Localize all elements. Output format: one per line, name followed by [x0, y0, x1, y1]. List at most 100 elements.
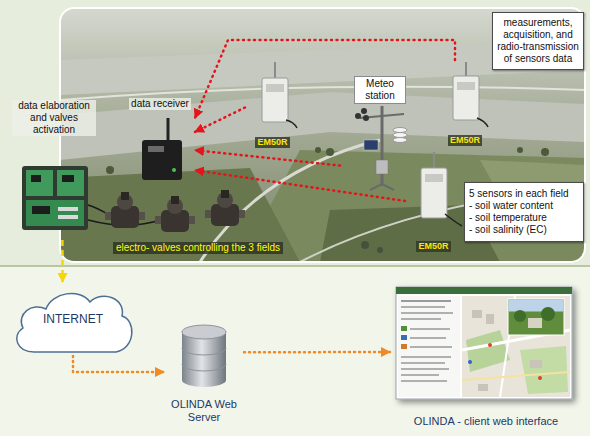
callout-box: measurements, acquisition, and radio-tra… [492, 12, 584, 70]
meteo-station [382, 184, 394, 190]
node-label: OLINDA - client web interface [414, 415, 558, 428]
web-screenshot [401, 300, 451, 302]
web-screenshot [401, 374, 439, 376]
receiver-device [142, 118, 182, 180]
aerial-photo [377, 247, 383, 253]
em50r-device [453, 62, 488, 127]
web-screenshot [401, 335, 407, 340]
web-screenshot [401, 356, 451, 358]
datalogger [57, 170, 84, 196]
datalogger [58, 207, 78, 211]
meteo-station [393, 138, 407, 143]
cloud-outline [17, 294, 132, 352]
datalogger [22, 166, 88, 230]
node-label: INTERNET [43, 312, 103, 326]
em50r-device [453, 76, 479, 120]
meteo-station [370, 184, 382, 190]
em50r-device [421, 168, 447, 218]
receiver-device [148, 146, 164, 152]
sensor-node: EM50R [245, 58, 300, 148]
database-server [182, 325, 226, 339]
database-server [182, 325, 226, 387]
node-label: 5 sensors in each field [469, 188, 569, 200]
electro-valve [121, 192, 129, 200]
receiver-node: data receiver [125, 98, 195, 185]
receiver-device [167, 118, 170, 140]
datalogger [26, 200, 84, 226]
node-label: - soil salinity (EC) [469, 224, 547, 236]
node-label: EM50R [255, 137, 289, 148]
data-link [195, 40, 455, 118]
aerial-photo [541, 148, 549, 156]
web-screenshot [396, 287, 572, 294]
web-screenshot [486, 314, 494, 324]
em50r-device [421, 152, 462, 226]
em50r-device [457, 82, 475, 90]
electro-valve [205, 190, 245, 226]
meteo-station [393, 128, 407, 133]
web-screenshot [401, 368, 449, 370]
electro-valve [171, 196, 179, 204]
web-screenshot [462, 296, 570, 397]
cloud-node: INTERNET [8, 282, 138, 356]
callout-box: 5 sensors in each field- soil water cont… [464, 182, 584, 242]
web-screenshot [478, 384, 488, 391]
meteo-station [355, 113, 361, 119]
aerial-photo [326, 148, 334, 156]
web-screenshot [401, 344, 407, 349]
receiver-device [142, 140, 182, 180]
node-label: - soil temperature [469, 212, 547, 224]
web-screenshot [520, 346, 568, 394]
em50r-device [445, 214, 462, 226]
meteo-station [355, 106, 407, 190]
meteo-station-node: Meteo station [340, 76, 420, 188]
em50r-device [262, 78, 288, 122]
sensor-node: EM50R [440, 60, 490, 146]
web-screenshot [488, 343, 492, 347]
data-link [195, 150, 340, 165]
datalogger [32, 206, 50, 214]
web-screenshot [530, 360, 542, 368]
aerial-photo [240, 150, 585, 262]
aerial-photo [60, 92, 585, 160]
datalogger [26, 170, 53, 196]
web-screenshot [462, 372, 570, 380]
web-screenshot [468, 360, 472, 364]
web-screenshot [538, 376, 542, 380]
datalogger-node: data elaboration and valves activation [12, 100, 96, 240]
node-label: EM50R [448, 135, 482, 146]
em50r-device [266, 84, 284, 92]
web-screenshot [401, 318, 441, 320]
web-screenshot [401, 312, 453, 314]
web-screenshot [410, 337, 446, 339]
node-label: - soil water content [469, 200, 553, 212]
data-link [244, 351, 390, 354]
aerial-photo [517, 147, 523, 153]
web-screenshot [396, 287, 572, 399]
node-label: electro- valves controlling the 3 fields [113, 242, 283, 254]
web-screenshot [508, 299, 564, 335]
client-node: OLINDA - client web interface [390, 283, 582, 428]
aerial-photo [361, 241, 369, 249]
meteo-station [361, 108, 367, 114]
data-link [195, 108, 245, 132]
meteo-station [393, 133, 407, 138]
photo-frame [60, 8, 585, 262]
em50r-device [433, 152, 435, 168]
meteo-station [376, 160, 388, 174]
receiver-device [172, 168, 176, 172]
database-server [182, 364, 226, 371]
datalogger [62, 175, 74, 182]
em50r-device [286, 120, 297, 128]
aerial-photo [315, 147, 321, 153]
valves-node: electro- valves controlling the 3 fields [98, 192, 298, 254]
web-screenshot [401, 306, 445, 308]
aerial-photo [106, 166, 114, 174]
meteo-station [364, 140, 378, 150]
web-screenshot [410, 346, 452, 348]
web-screenshot [528, 318, 542, 328]
node-label: data elaboration and valves activation [12, 100, 96, 136]
database-server [182, 348, 226, 355]
